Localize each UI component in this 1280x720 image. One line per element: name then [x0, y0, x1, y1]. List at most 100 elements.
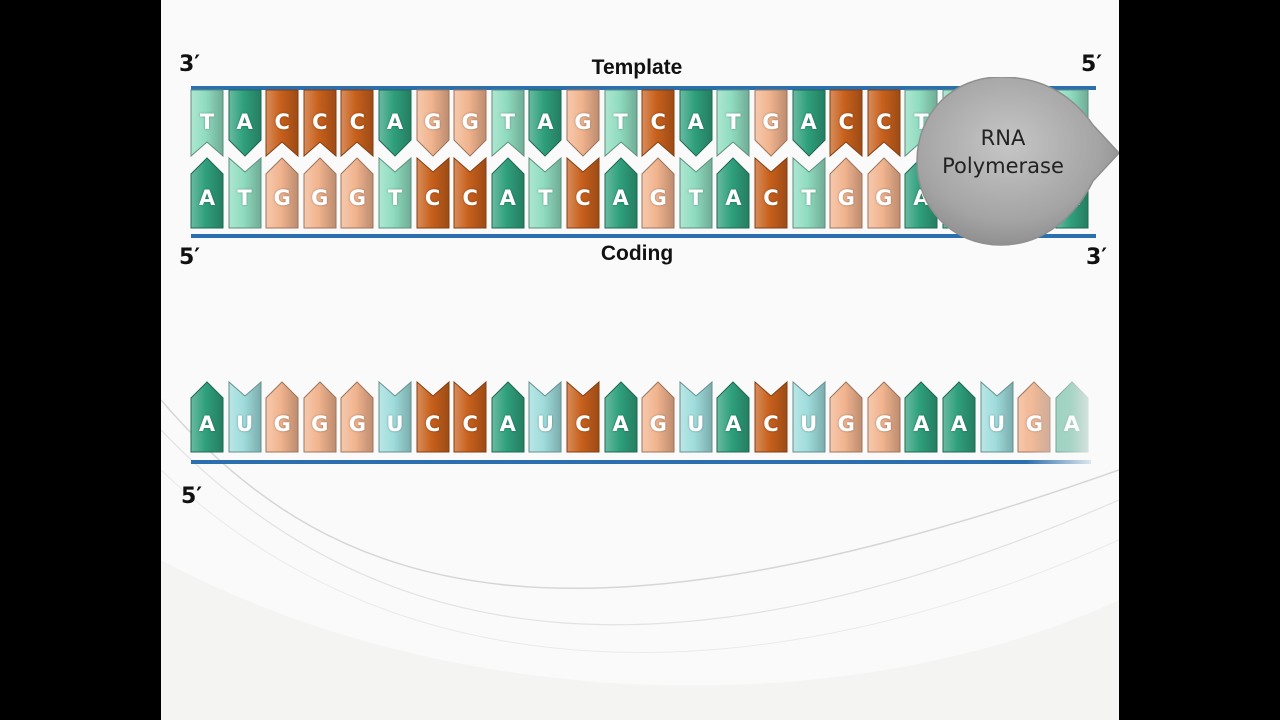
rna-base: U	[679, 380, 713, 454]
rna-base-shape	[340, 381, 374, 453]
rna-base-letter: A	[499, 412, 516, 436]
rna-base: G	[829, 381, 863, 454]
template-base: A	[792, 89, 826, 162]
rna-base-letter: A	[612, 412, 629, 436]
rna-base-letter: U	[687, 412, 705, 436]
template-base: T	[190, 89, 224, 162]
template-base-letter: A	[537, 110, 554, 134]
template-base-letter: A	[236, 110, 253, 134]
template-base-letter: A	[386, 110, 404, 134]
rna-base-shape	[190, 381, 224, 453]
template-base-letter: C	[838, 110, 854, 134]
template-base: C	[641, 89, 675, 162]
coding-base-letter: T	[237, 186, 252, 210]
coding-base-shape	[453, 156, 487, 229]
coding-base-letter: G	[348, 186, 367, 210]
rna-base-letter: C	[763, 412, 779, 436]
rna-base-letter: A	[913, 412, 930, 436]
template-base-letter: C	[349, 110, 366, 134]
coding-base-letter: A	[499, 186, 516, 210]
rna-base-letter: U	[236, 412, 254, 436]
template-base-shape	[453, 89, 487, 157]
template-base-shape	[716, 89, 750, 158]
coding-5prime-label: 5′	[179, 245, 201, 270]
coding-base-letter: A	[612, 186, 629, 210]
rna-base-shape	[378, 380, 412, 453]
rna-base-shape	[528, 380, 562, 453]
template-label: Template	[591, 56, 683, 79]
rna-base-shape	[904, 381, 938, 453]
rna-base-shape	[303, 381, 337, 453]
rna-base-shape	[641, 381, 675, 453]
coding-base: T	[679, 156, 713, 230]
rna-polymerase-label-line1: RNA	[980, 126, 1026, 150]
slide: Template 3′ 5′ TACCCAGGTAGTCATGACCTTCTT …	[161, 0, 1119, 720]
rna-base-letter: G	[311, 412, 329, 436]
coding-base-shape	[303, 157, 337, 229]
coding-base-letter: G	[273, 186, 291, 210]
rna-base: U	[228, 380, 262, 454]
template-base-letter: C	[312, 110, 328, 134]
coding-base-letter: C	[424, 186, 441, 210]
coding-base-letter: C	[763, 186, 779, 210]
rna-base-letter: U	[800, 412, 818, 436]
rna-base-letter: A	[950, 412, 968, 436]
template-base: G	[566, 89, 600, 162]
coding-base: A	[604, 157, 638, 230]
rna-5prime-label: 5′	[181, 484, 203, 509]
coding-base: G	[340, 157, 374, 230]
coding-base: T	[228, 156, 262, 230]
coding-base: T	[378, 156, 412, 230]
template-base: A	[679, 89, 713, 162]
template-base-letter: A	[800, 110, 817, 134]
coding-base-shape	[679, 156, 713, 229]
template-base-shape	[228, 89, 262, 157]
template-base-shape	[604, 89, 638, 158]
rna-base: G	[867, 381, 901, 454]
rna-base-letter: G	[273, 412, 291, 436]
template-base-letter: T	[500, 110, 515, 134]
rna-base-shape	[867, 381, 901, 453]
template-base: A	[378, 89, 412, 162]
rna-base-letter: C	[575, 412, 591, 436]
rna-base-shape	[265, 381, 299, 453]
template-base-shape	[829, 89, 863, 158]
template-base-letter: T	[613, 110, 628, 134]
rna-base: A	[491, 381, 525, 454]
template-base-letter: G	[423, 110, 442, 134]
coding-base-letter: G	[837, 186, 855, 210]
coding-base: G	[641, 157, 675, 230]
template-base-shape	[340, 89, 374, 158]
rna-base: A	[942, 381, 976, 454]
rna-base-shape	[228, 380, 262, 453]
template-base-letter: C	[650, 110, 666, 134]
template-base: C	[340, 89, 374, 162]
template-base: G	[453, 89, 487, 162]
template-base-letter: G	[461, 110, 479, 134]
coding-base-shape	[867, 157, 901, 229]
coding-base-shape	[491, 157, 525, 229]
coding-base: C	[416, 156, 450, 230]
coding-base-shape	[792, 156, 826, 229]
rna-base-shape	[679, 380, 713, 453]
rna-base-letter: A	[725, 412, 742, 436]
coding-base-shape	[528, 156, 562, 229]
coding-base-letter: G	[875, 186, 893, 210]
coding-base: A	[716, 157, 750, 230]
coding-base-shape	[566, 156, 600, 229]
coding-base-shape	[228, 156, 262, 229]
rna-polymerase-label-line2: Polymerase	[942, 154, 1064, 178]
rna-base-shape	[453, 380, 487, 453]
template-5prime-label: 5′	[1081, 52, 1103, 77]
template-base: C	[303, 89, 337, 162]
coding-base: C	[754, 156, 788, 230]
template-base: T	[716, 89, 750, 162]
coding-base: T	[528, 156, 562, 230]
coding-base: G	[867, 157, 901, 230]
template-base: G	[754, 89, 788, 162]
rna-base: U	[528, 380, 562, 454]
coding-base-letter: T	[801, 186, 816, 210]
rna-base: C	[453, 380, 487, 454]
template-base: C	[829, 89, 863, 162]
template-base-shape	[754, 89, 788, 157]
